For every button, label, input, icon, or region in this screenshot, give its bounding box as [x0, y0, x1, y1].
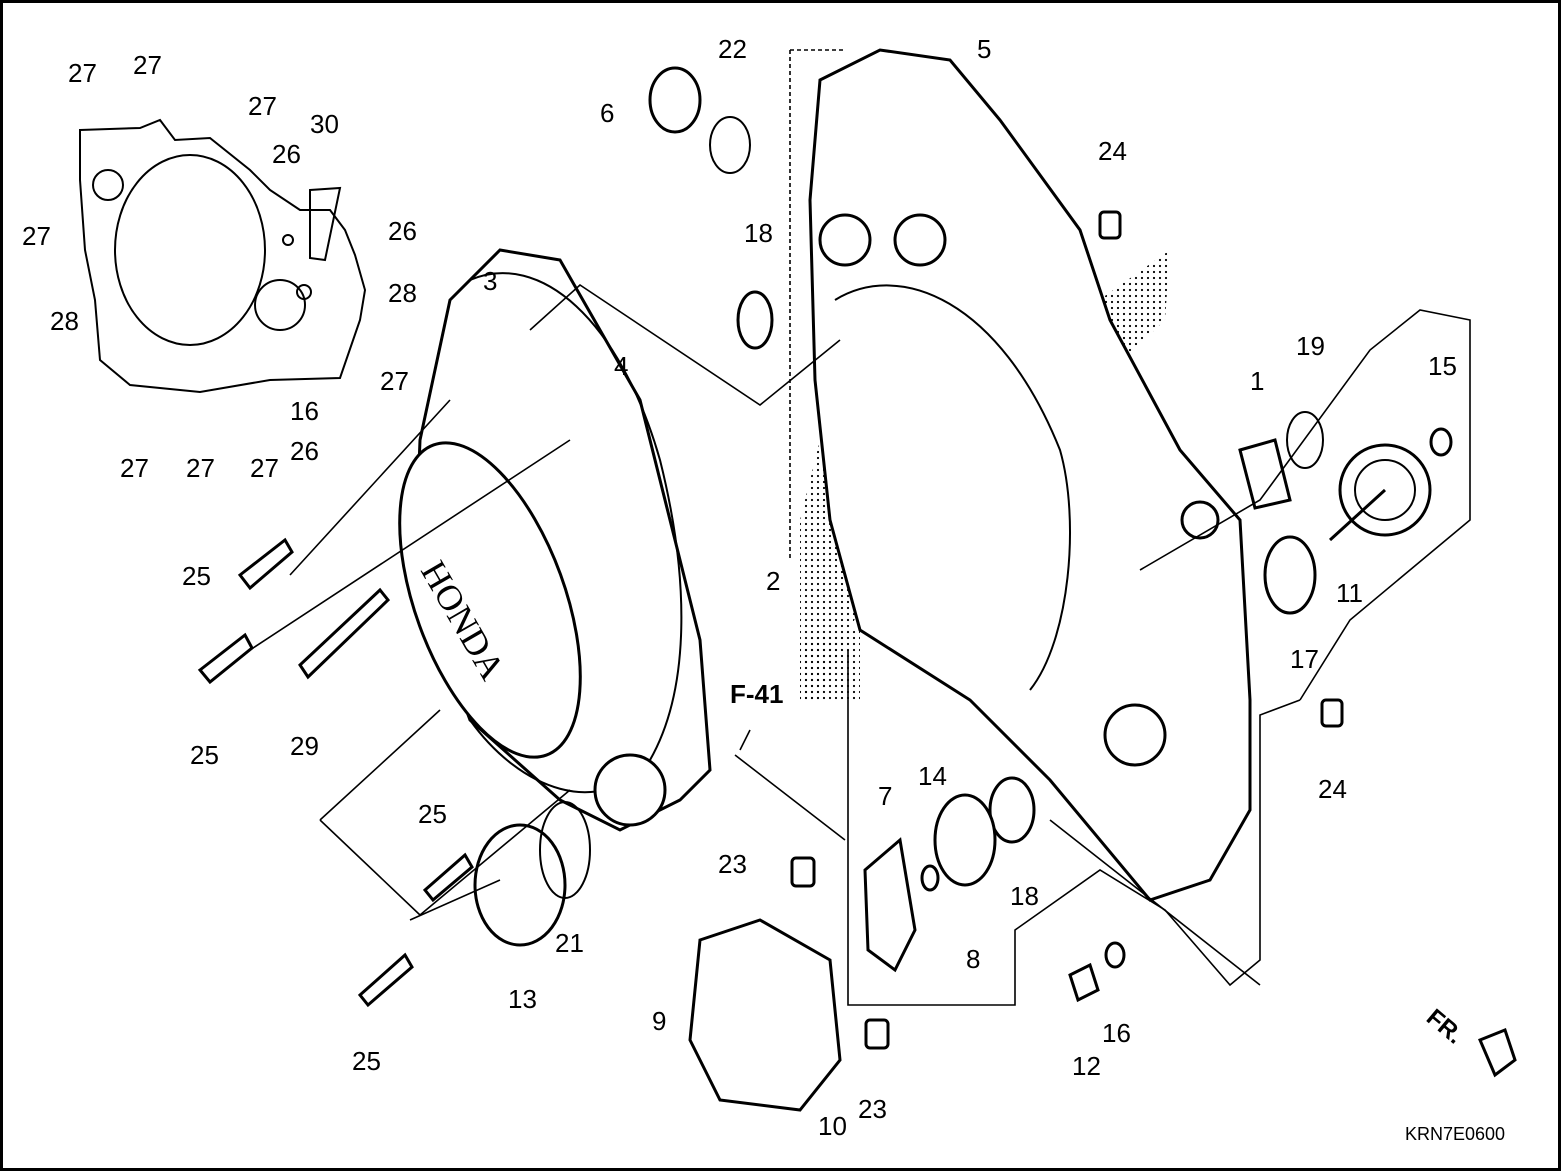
dowel-23: [790, 856, 816, 888]
dowel-23b: [864, 1018, 890, 1050]
callout-13: 13: [508, 984, 537, 1014]
front-marker: FR.: [1421, 1004, 1468, 1050]
callout-14: 14: [918, 761, 947, 791]
callout-24: 24: [1318, 774, 1347, 804]
fr-arrow: [1478, 1028, 1517, 1078]
callout-1: 1: [1250, 366, 1264, 396]
callout-20: 19: [1296, 331, 1325, 361]
callout-25: 25: [190, 740, 219, 770]
dowel-24: [1098, 210, 1122, 240]
drawing-code: KRN7E0600: [1405, 1124, 1505, 1144]
callout-27: 27: [380, 366, 409, 396]
bearing-17: [1263, 535, 1317, 615]
callout-18: 18: [1010, 881, 1039, 911]
water-pump-cover-9: [688, 918, 842, 1112]
callout-30: 30: [310, 109, 339, 139]
callout-17: 17: [1290, 644, 1319, 674]
callout-10: 10: [818, 1111, 847, 1141]
dowel-24b: [1320, 698, 1344, 728]
bolt-29: [298, 587, 391, 680]
callout-8: 8: [966, 944, 980, 974]
crankcase-cover-2: [808, 48, 1252, 902]
callout-27: 27: [186, 453, 215, 483]
callout-2: 2: [766, 566, 780, 596]
clutch-cover-4: HONDA: [398, 248, 712, 832]
small-parts: [197, 66, 1517, 1112]
seal-8: [933, 793, 997, 887]
washer-16: [1104, 941, 1126, 969]
oil-seal-18: [988, 776, 1036, 844]
callout-27: 27: [68, 58, 97, 88]
bolt-25b: [197, 632, 254, 685]
o-ring-22: [709, 116, 751, 174]
callout-5: 5: [977, 34, 991, 64]
callout-27: 27: [133, 50, 162, 80]
cap-6: [648, 66, 702, 134]
oil-seal-19: [736, 290, 774, 350]
callout-28: 28: [50, 306, 79, 336]
callout-19: 18: [744, 218, 773, 248]
callout-26: 26: [388, 216, 417, 246]
reference-label: F-41: [730, 679, 783, 709]
callout-27: 27: [248, 91, 277, 121]
callout-12: 12: [1072, 1051, 1101, 1081]
plug-13: [473, 823, 567, 947]
callout-9: 9: [652, 1006, 666, 1036]
callout-6: 6: [600, 98, 614, 128]
callout-29: 29: [290, 731, 319, 761]
callout-27: 27: [22, 221, 51, 251]
callout-3: 3: [483, 266, 497, 296]
o-ring-20: [1286, 411, 1324, 469]
callout-28: 28: [388, 278, 417, 308]
callout-11: 11: [1336, 578, 1363, 608]
washer-14: [920, 864, 940, 892]
leader-lines: [249, 49, 1471, 1006]
callouts: 27 27 27 30 26 27 26 28 28 27 16 26 27 2…: [22, 34, 1505, 1144]
bolt-25c: [422, 852, 474, 903]
callout-4: 4: [614, 351, 628, 381]
callout-24: 24: [1098, 136, 1127, 166]
callout-22: 22: [718, 34, 747, 64]
callout-23: 23: [858, 1094, 887, 1124]
callout-25: 25: [182, 561, 211, 591]
callout-26: 26: [272, 139, 301, 169]
callout-25: 25: [352, 1046, 381, 1076]
collar-1: [1238, 438, 1292, 510]
callout-16: 16: [1102, 1018, 1131, 1048]
bolt-25a: [237, 537, 294, 591]
callout-27: 27: [250, 453, 279, 483]
callout-25: 25: [418, 799, 447, 829]
callout-7: 7: [878, 781, 892, 811]
bolt-12: [1068, 962, 1100, 1003]
callout-23: 23: [718, 849, 747, 879]
callout-27: 27: [120, 453, 149, 483]
o-ring-21: [539, 801, 591, 899]
nut-15: [1429, 427, 1453, 457]
bolt-25d: [357, 952, 414, 1008]
callout-15: 15: [1428, 351, 1457, 381]
callout-21: 21: [555, 928, 584, 958]
callout-16: 16: [290, 396, 319, 426]
gasket-30-28: [79, 118, 367, 394]
impeller-7: [863, 837, 917, 973]
callout-26: 26: [290, 436, 319, 466]
